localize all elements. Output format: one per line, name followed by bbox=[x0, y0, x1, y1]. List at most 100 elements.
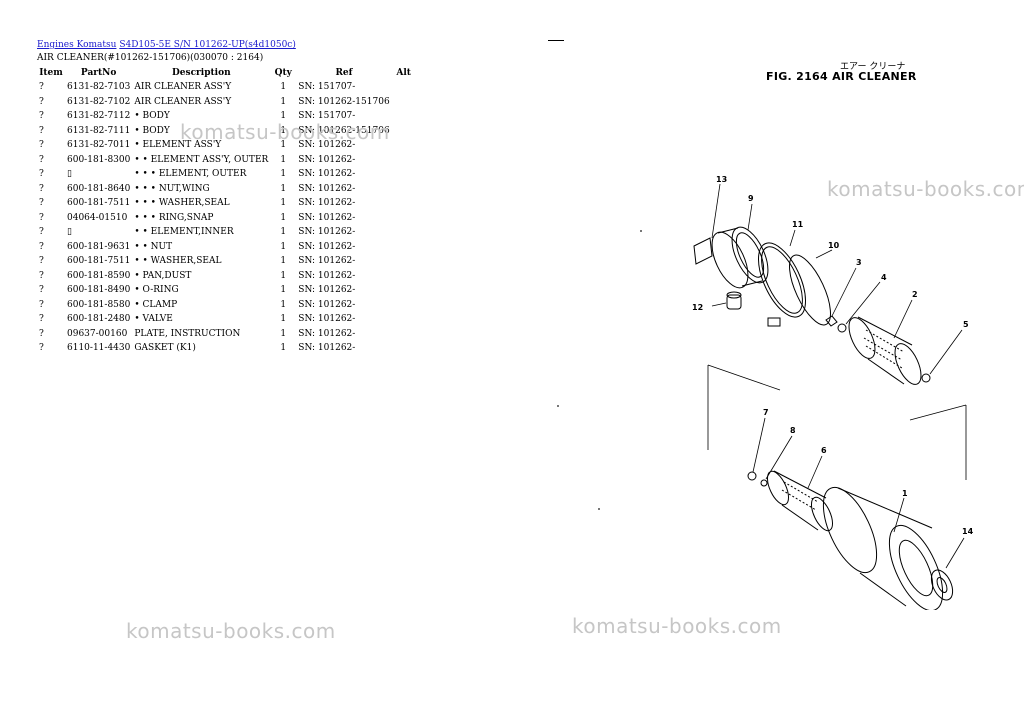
table-header-row: Item PartNo Description Qty Ref Alt bbox=[37, 66, 416, 80]
cell-ref: SN: 101262- bbox=[298, 270, 356, 281]
callout-9: 9 bbox=[748, 194, 754, 203]
cell-partno: ▯ bbox=[67, 169, 72, 180]
washer-part bbox=[837, 323, 847, 333]
instruction-plate-part bbox=[693, 237, 713, 265]
figure-japanese-title: エアー クリーナ bbox=[840, 62, 906, 72]
cell-ref: SN: 101262- bbox=[298, 241, 356, 252]
cell-partno: 6131-82-7111 bbox=[67, 125, 131, 136]
cell-qty: 1 bbox=[280, 328, 287, 339]
cell-ref: SN: 101262-151706 bbox=[298, 96, 390, 107]
cell-qty: 1 bbox=[280, 241, 287, 252]
cell-alt bbox=[392, 254, 416, 269]
cell-partno: 6131-82-7102 bbox=[67, 96, 131, 107]
callout-12: 12 bbox=[692, 303, 703, 312]
cell-alt bbox=[392, 80, 416, 95]
cell-item: ? bbox=[39, 314, 44, 325]
inner-element-part bbox=[848, 316, 922, 385]
breadcrumb: Engines Komatsu S4D105-5E S/N 101262-UP(… bbox=[37, 40, 296, 50]
cell-qty: 1 bbox=[280, 169, 287, 180]
cell-partno: 600-181-8300 bbox=[67, 154, 131, 165]
cell-description: • • • ELEMENT, OUTER bbox=[134, 169, 247, 180]
cell-partno: 6131-82-7011 bbox=[67, 140, 131, 151]
cell-item: ? bbox=[39, 285, 44, 296]
cell-qty: 1 bbox=[280, 183, 287, 194]
cell-ref: SN: 101262- bbox=[298, 328, 356, 339]
cell-ref: SN: 151707- bbox=[298, 111, 356, 122]
cell-item: ? bbox=[39, 82, 44, 93]
callout-6: 6 bbox=[821, 446, 827, 455]
cell-partno: 04064-01510 bbox=[67, 212, 128, 223]
cell-item: ? bbox=[39, 328, 44, 339]
cell-alt bbox=[392, 240, 416, 255]
cell-item: ? bbox=[39, 241, 44, 252]
cell-description: AIR CLEANER ASS'Y bbox=[134, 82, 232, 93]
cell-ref: SN: 101262- bbox=[298, 198, 356, 209]
scan-speck bbox=[557, 405, 559, 407]
cell-item: ? bbox=[39, 343, 44, 354]
section-subtitle: AIR CLEANER(#101262-151706)(030070 : 216… bbox=[37, 53, 264, 63]
breadcrumb-link-model[interactable]: S4D105-5E S/N 101262-UP(s4d1050c) bbox=[119, 40, 296, 50]
o-ring-part bbox=[789, 254, 831, 326]
cell-partno: 6110-11-4430 bbox=[67, 343, 131, 354]
cell-description: GASKET (K1) bbox=[134, 343, 196, 354]
cell-alt bbox=[392, 283, 416, 298]
header-qty: Qty bbox=[274, 68, 292, 78]
cell-ref: SN: 101262- bbox=[298, 183, 356, 194]
callout-11: 11 bbox=[792, 220, 804, 229]
cell-item: ? bbox=[39, 212, 44, 223]
watermark: komatsu-books.com bbox=[126, 619, 336, 643]
cell-partno: 600-181-8490 bbox=[67, 285, 131, 296]
cell-alt bbox=[392, 167, 416, 182]
cell-alt bbox=[392, 138, 416, 153]
callout-1: 1 bbox=[902, 489, 908, 498]
air-cleaner-exploded-diagram: 13 9 11 10 3 4 2 5 12 7 8 6 1 14 bbox=[692, 175, 974, 610]
callout-numbers: 13 9 11 10 3 4 2 5 12 7 8 6 1 14 bbox=[692, 175, 974, 536]
callout-10: 10 bbox=[828, 241, 840, 250]
cell-qty: 1 bbox=[280, 96, 287, 107]
cell-partno: ▯ bbox=[67, 227, 72, 238]
scan-speck bbox=[598, 508, 600, 510]
cell-partno: 600-181-2480 bbox=[67, 314, 131, 325]
cell-alt bbox=[392, 124, 416, 139]
breadcrumb-link-engines[interactable]: Engines Komatsu bbox=[37, 40, 117, 50]
cell-description: • PAN,DUST bbox=[134, 270, 192, 281]
cell-partno: 600-181-8590 bbox=[67, 270, 131, 281]
callout-3: 3 bbox=[856, 258, 862, 267]
cell-ref: SN: 101262- bbox=[298, 299, 356, 310]
cell-qty: 1 bbox=[280, 198, 287, 209]
cell-item: ? bbox=[39, 154, 44, 165]
cell-ref: SN: 101262- bbox=[298, 169, 356, 180]
cell-item: ? bbox=[39, 270, 44, 281]
cell-description: PLATE, INSTRUCTION bbox=[134, 328, 241, 339]
body-part bbox=[822, 486, 944, 610]
cell-partno: 600-181-7511 bbox=[67, 256, 131, 267]
cell-description: • • WASHER,SEAL bbox=[134, 256, 222, 267]
cell-qty: 1 bbox=[280, 299, 287, 310]
cell-description: AIR CLEANER ASS'Y bbox=[134, 96, 232, 107]
cell-item: ? bbox=[39, 111, 44, 122]
cell-alt bbox=[392, 153, 416, 168]
cell-item: ? bbox=[39, 140, 44, 151]
cell-item: ? bbox=[39, 299, 44, 310]
cell-qty: 1 bbox=[280, 140, 287, 151]
cell-alt bbox=[392, 196, 416, 211]
cell-qty: 1 bbox=[280, 270, 287, 281]
dust-pan-part bbox=[711, 226, 769, 289]
cell-item: ? bbox=[39, 183, 44, 194]
cell-description: • BODY bbox=[134, 111, 170, 122]
cell-partno: 600-181-8640 bbox=[67, 183, 131, 194]
cell-description: • • • RING,SNAP bbox=[134, 212, 214, 223]
callout-14: 14 bbox=[962, 527, 974, 536]
callout-4: 4 bbox=[881, 273, 887, 282]
